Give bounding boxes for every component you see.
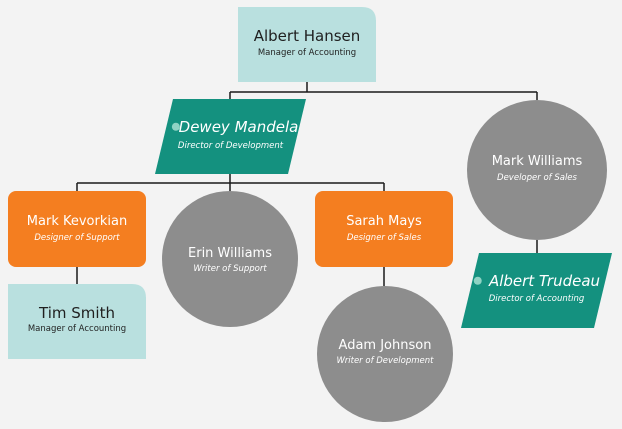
- node-title: Developer of Sales: [497, 173, 578, 183]
- node-name: Albert Hansen: [254, 27, 361, 45]
- node-title: Manager of Accounting: [28, 324, 126, 334]
- node-shape: [155, 99, 306, 174]
- node-name: Dewey Mandela: [179, 118, 299, 136]
- node-title: Designer of Sales: [347, 233, 422, 243]
- node-name: Erin Williams: [188, 246, 272, 261]
- node-shape: [8, 191, 146, 267]
- connector-lines: [76, 82, 538, 286]
- node-title: Director of Development: [178, 141, 284, 151]
- node-name: Mark Williams: [492, 154, 583, 169]
- node-name: Sarah Mays: [346, 214, 422, 229]
- node-title: Director of Accounting: [489, 294, 585, 304]
- node-shape: [315, 191, 453, 267]
- node-shape: [238, 7, 376, 82]
- bullet-icon: [473, 276, 482, 285]
- node-shape: [461, 253, 612, 328]
- node-title: Manager of Accounting: [258, 48, 356, 58]
- node-name: Albert Trudeau: [488, 272, 600, 290]
- bullet-icon: [171, 122, 180, 131]
- node-title: Writer of Support: [193, 264, 267, 274]
- node-title: Designer of Support: [34, 233, 120, 243]
- node-shape: [162, 191, 298, 327]
- node-name: Mark Kevorkian: [27, 214, 127, 229]
- node-shape: [467, 100, 607, 240]
- node-name: Tim Smith: [38, 304, 115, 322]
- node-shape: [8, 284, 146, 359]
- node-title: Writer of Development: [337, 356, 435, 366]
- node-name: Adam Johnson: [339, 338, 432, 353]
- node-shape: [317, 286, 453, 422]
